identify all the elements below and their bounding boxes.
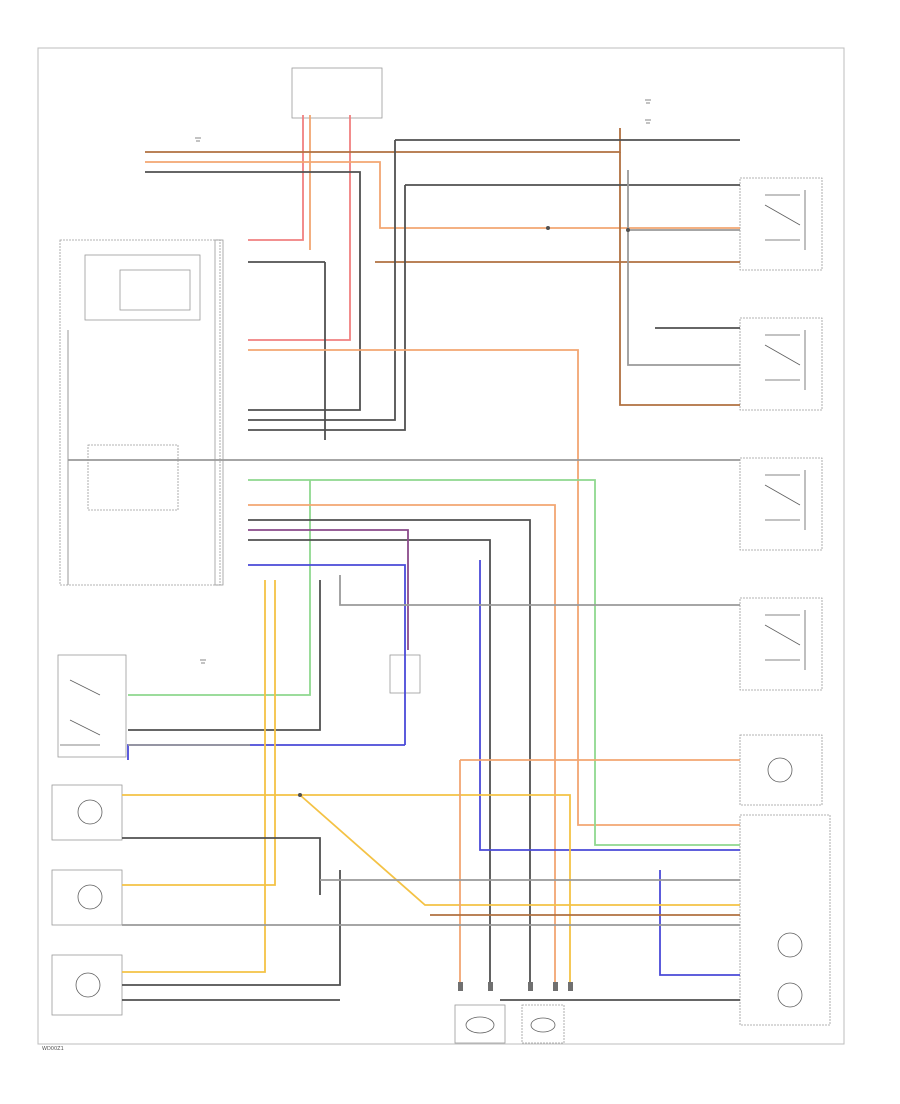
- switch-icon: [764, 610, 806, 670]
- lamp-icon: [530, 1017, 556, 1033]
- connector-icon: [553, 982, 558, 991]
- wire-black-838: [122, 837, 321, 895]
- diagram-code: WD00Z1: [42, 1046, 64, 1052]
- wire-blue-right: [479, 560, 740, 851]
- door-lock-module-right-2: [739, 317, 823, 411]
- wire-violet-530: [248, 529, 409, 650]
- lamp-icon: [767, 757, 793, 783]
- ground-icon: [645, 99, 651, 104]
- wire-gray-605: [339, 575, 740, 606]
- wire-green-v: [128, 480, 311, 696]
- ground-symbols: [195, 99, 651, 664]
- switch-symbols: [60, 190, 806, 746]
- wire-black-540: [248, 539, 491, 985]
- wire-blue-565: [248, 564, 406, 745]
- wire-gray-right: [627, 170, 740, 366]
- left-lamp-box-3: [51, 954, 123, 1016]
- switch-icon: [764, 470, 806, 530]
- left-door-switch-module: [57, 654, 127, 758]
- lamp-icon: [77, 884, 103, 910]
- wire-orange-760: [459, 759, 740, 985]
- connector-pins: [458, 982, 573, 991]
- connector-icon: [488, 982, 493, 991]
- wire-green-480: [248, 479, 740, 846]
- ground-icon: [645, 119, 651, 124]
- diagram-border: [37, 47, 845, 1045]
- lamp-symbols: [75, 757, 803, 1034]
- splice-dot: [546, 226, 550, 230]
- splice-dots: [298, 226, 630, 797]
- wire-orange-505: [248, 504, 556, 985]
- wire-yellow-v2: [122, 580, 266, 973]
- wire-black-145: [145, 171, 361, 411]
- splice-dot: [298, 793, 302, 797]
- switch-icon: [60, 679, 101, 746]
- lamp-icon: [777, 982, 803, 1008]
- wire-black-v1: [248, 140, 396, 421]
- lamp-icon: [465, 1016, 495, 1034]
- connector-icon: [458, 982, 463, 991]
- connector-icon: [528, 982, 533, 991]
- ground-icon: [200, 659, 206, 664]
- switch-icon: [764, 330, 806, 390]
- wire-yellow-right: [299, 794, 740, 906]
- ccm-relay: [87, 444, 179, 511]
- splice-dot: [626, 228, 630, 232]
- door-lock-module-right-3: [739, 457, 823, 551]
- lamp-icon: [75, 972, 101, 998]
- wire-blue-bottom: [127, 744, 740, 976]
- bottom-lamp-right: [521, 1004, 565, 1044]
- wire-black-870: [122, 870, 341, 986]
- bottom-lamp-left: [454, 1004, 506, 1044]
- wire-yellow-v1: [122, 580, 276, 886]
- left-lamp-box-2: [51, 869, 123, 926]
- wire-black-v2: [248, 185, 406, 431]
- component-boxes: [51, 67, 831, 1044]
- ignition-switch-box: [84, 254, 201, 321]
- wire-black-520: [248, 519, 531, 985]
- ccm-connector-strip: [214, 239, 224, 586]
- wire-orange-h1: [145, 161, 740, 229]
- lamp-icon: [77, 799, 103, 825]
- door-lock-module-right-4: [739, 597, 823, 691]
- central-control-module: [59, 239, 221, 586]
- switch-icon: [764, 190, 806, 250]
- wire-orange-350: [248, 349, 740, 826]
- rear-lamp-module: [739, 814, 831, 1026]
- wire-yellow-795: [122, 794, 571, 985]
- wire-pink-1: [248, 115, 304, 241]
- fuse-box-top: [291, 67, 383, 119]
- wire-brown-v1: [619, 152, 740, 406]
- wires: [67, 115, 740, 1001]
- connector-icon: [568, 982, 573, 991]
- front-door-lock-module-right: [739, 177, 823, 271]
- ignition-relay: [119, 269, 191, 311]
- right-lamp-module: [739, 734, 823, 806]
- lamp-icon: [777, 932, 803, 958]
- left-lamp-box-1: [51, 784, 123, 841]
- wire-black-730: [128, 580, 321, 731]
- wire-pink-2: [248, 115, 351, 341]
- ground-icon: [195, 137, 201, 142]
